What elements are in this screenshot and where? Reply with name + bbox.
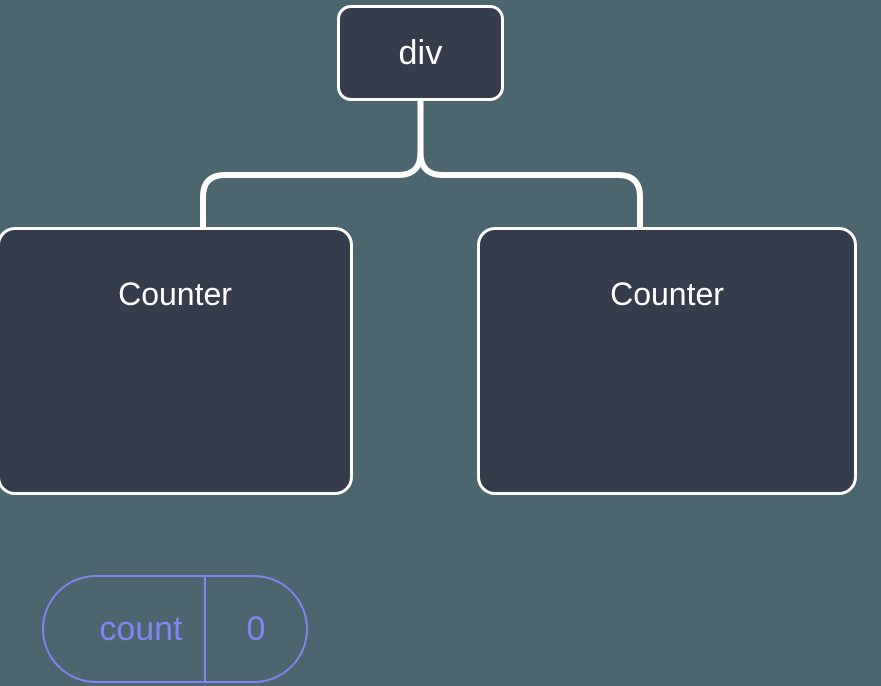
state-key-label-left: count — [99, 610, 183, 648]
node-counter-right[interactable]: Counter count 1 — [477, 227, 857, 495]
node-root-div[interactable]: div — [337, 5, 504, 101]
counter-left-title: Counter — [118, 276, 232, 312]
counter-right-title: Counter — [610, 276, 724, 312]
diagram-canvas: div Counter count 0 Counter count 1 — [0, 5, 857, 683]
connector-branch-right — [417, 150, 643, 230]
root-node-label: div — [398, 34, 443, 72]
state-pill-key-cell-left: count — [44, 577, 204, 681]
state-pill-value-cell-left: 0 — [203, 577, 306, 681]
node-counter-left[interactable]: Counter count 0 — [0, 227, 353, 683]
state-pill-count-left[interactable]: count 0 — [42, 575, 308, 683]
state-value-label-left: 0 — [246, 610, 266, 648]
connector-branch-left — [200, 150, 424, 230]
